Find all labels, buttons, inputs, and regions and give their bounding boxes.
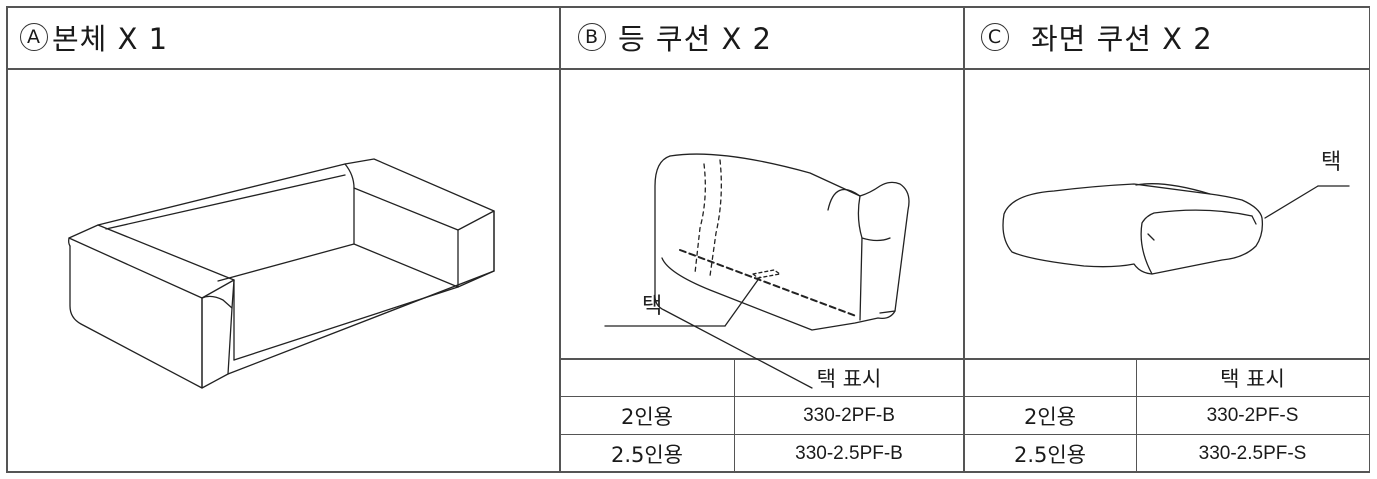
table-c-row1-code: 330-2PF-S	[1206, 404, 1299, 426]
section-b-header: B 등 쿠션 X 2	[578, 6, 772, 68]
section-a-header: A 본체 X 1	[20, 6, 168, 68]
seat-cushion-illustration: 택	[1002, 150, 1350, 275]
section-c-header: C 좌면 쿠션 X 2	[981, 6, 1213, 68]
table-top-line	[559, 358, 1370, 360]
border-top	[6, 6, 1370, 8]
table-col-line-b	[734, 358, 736, 472]
table-b-row1-code: 330-2PF-B	[803, 404, 895, 426]
col-divider-b	[963, 6, 965, 472]
table-row-line-2	[559, 434, 1370, 436]
seat-cushion-tag-label: 택	[1321, 150, 1341, 175]
table-b-row2-size: 2.5인용	[610, 442, 684, 467]
table-row-line-1	[559, 396, 1370, 398]
marker-a-badge: A	[20, 23, 48, 51]
table-b-header-label: 택 표시	[816, 366, 882, 391]
section-c-title: 좌면 쿠션 X 2	[1031, 22, 1213, 56]
table-c-row2-code: 330-2.5PF-S	[1198, 442, 1307, 464]
parts-sheet: A 본체 X 1 B 등 쿠션 X 2 C 좌면 쿠션 X 2	[6, 6, 1370, 473]
back-cushion-illustration: 택	[604, 153, 910, 389]
col-divider-a	[559, 6, 561, 472]
table-b-row1-size: 2인용	[620, 404, 673, 429]
back-cushion-tag-label: 택	[642, 294, 662, 319]
table-c-header-label: 택 표시	[1220, 366, 1285, 391]
section-b-title: 등 쿠션 X 2	[618, 22, 773, 56]
border-right	[1368, 6, 1370, 472]
border-bottom	[6, 471, 1370, 473]
marker-b-badge: B	[578, 23, 606, 51]
marker-c-badge: C	[981, 23, 1009, 51]
table-c-header-blank	[964, 359, 1136, 396]
table-b-row2-code: 330-2.5PF-B	[795, 442, 903, 464]
sofa-frame-illustration	[68, 158, 495, 389]
section-a-title: 본체 X 1	[52, 22, 169, 56]
table-c-row1-size: 2인용	[1023, 404, 1076, 429]
border-left	[6, 6, 8, 472]
table-col-line-c	[1136, 358, 1138, 472]
header-divider	[6, 68, 1370, 70]
table-c-row2-size: 2.5인용	[1013, 442, 1087, 467]
table-b-header-blank	[560, 359, 734, 396]
